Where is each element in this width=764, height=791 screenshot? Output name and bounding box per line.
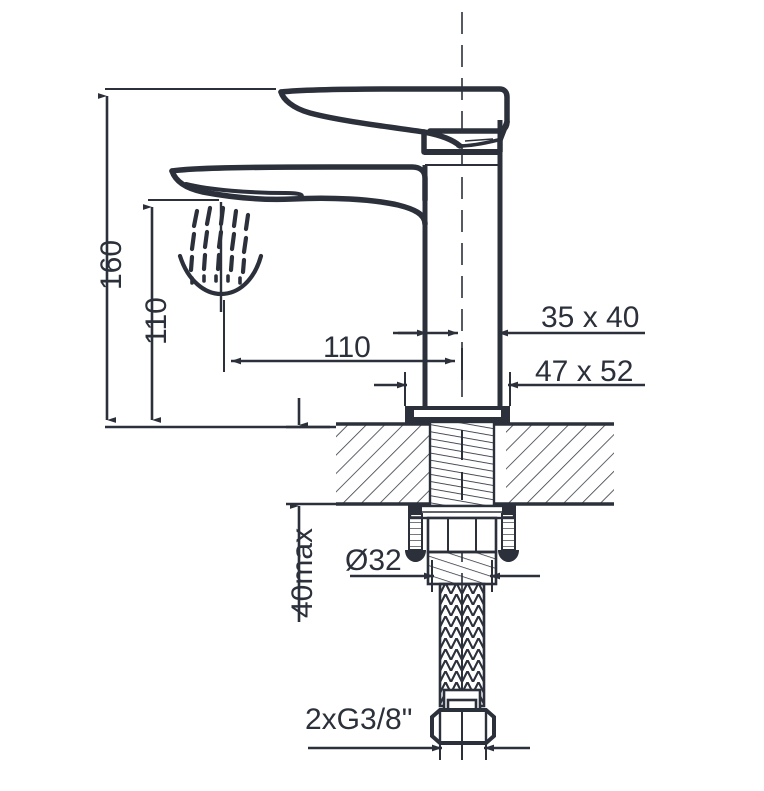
flexible-hose bbox=[430, 582, 496, 760]
spout bbox=[169, 164, 428, 227]
dimension-35x40 bbox=[393, 300, 645, 400]
mounting-hardware bbox=[405, 504, 519, 586]
dimension-label-thread-g38: 2xG3/8" bbox=[305, 703, 413, 736]
dimension-110-vertical bbox=[143, 199, 219, 423]
dimension-47x52 bbox=[374, 372, 645, 406]
dimension-label-160: 160 bbox=[95, 239, 128, 290]
dimension-thread-g38 bbox=[308, 733, 530, 760]
dimension-40max bbox=[286, 398, 336, 622]
dimension-label-diameter-32: Ø32 bbox=[345, 544, 402, 577]
countertop-section bbox=[336, 422, 614, 506]
dimension-label-47x52: 47 x 52 bbox=[535, 355, 634, 388]
base-plate bbox=[405, 406, 510, 423]
dimension-label-40max: 40max bbox=[286, 527, 319, 618]
water-spray bbox=[188, 205, 251, 285]
dimension-label-110-horizontal: 110 bbox=[323, 331, 371, 364]
dimension-label-110-vertical: 110 bbox=[140, 297, 173, 345]
lever-handle bbox=[278, 86, 510, 155]
dimension-110-horizontal bbox=[223, 300, 463, 380]
dimension-label-35x40: 35 x 40 bbox=[541, 301, 640, 334]
spray-arc bbox=[177, 202, 264, 312]
threaded-shank bbox=[428, 420, 496, 508]
dimension-diameter-32 bbox=[350, 560, 540, 592]
